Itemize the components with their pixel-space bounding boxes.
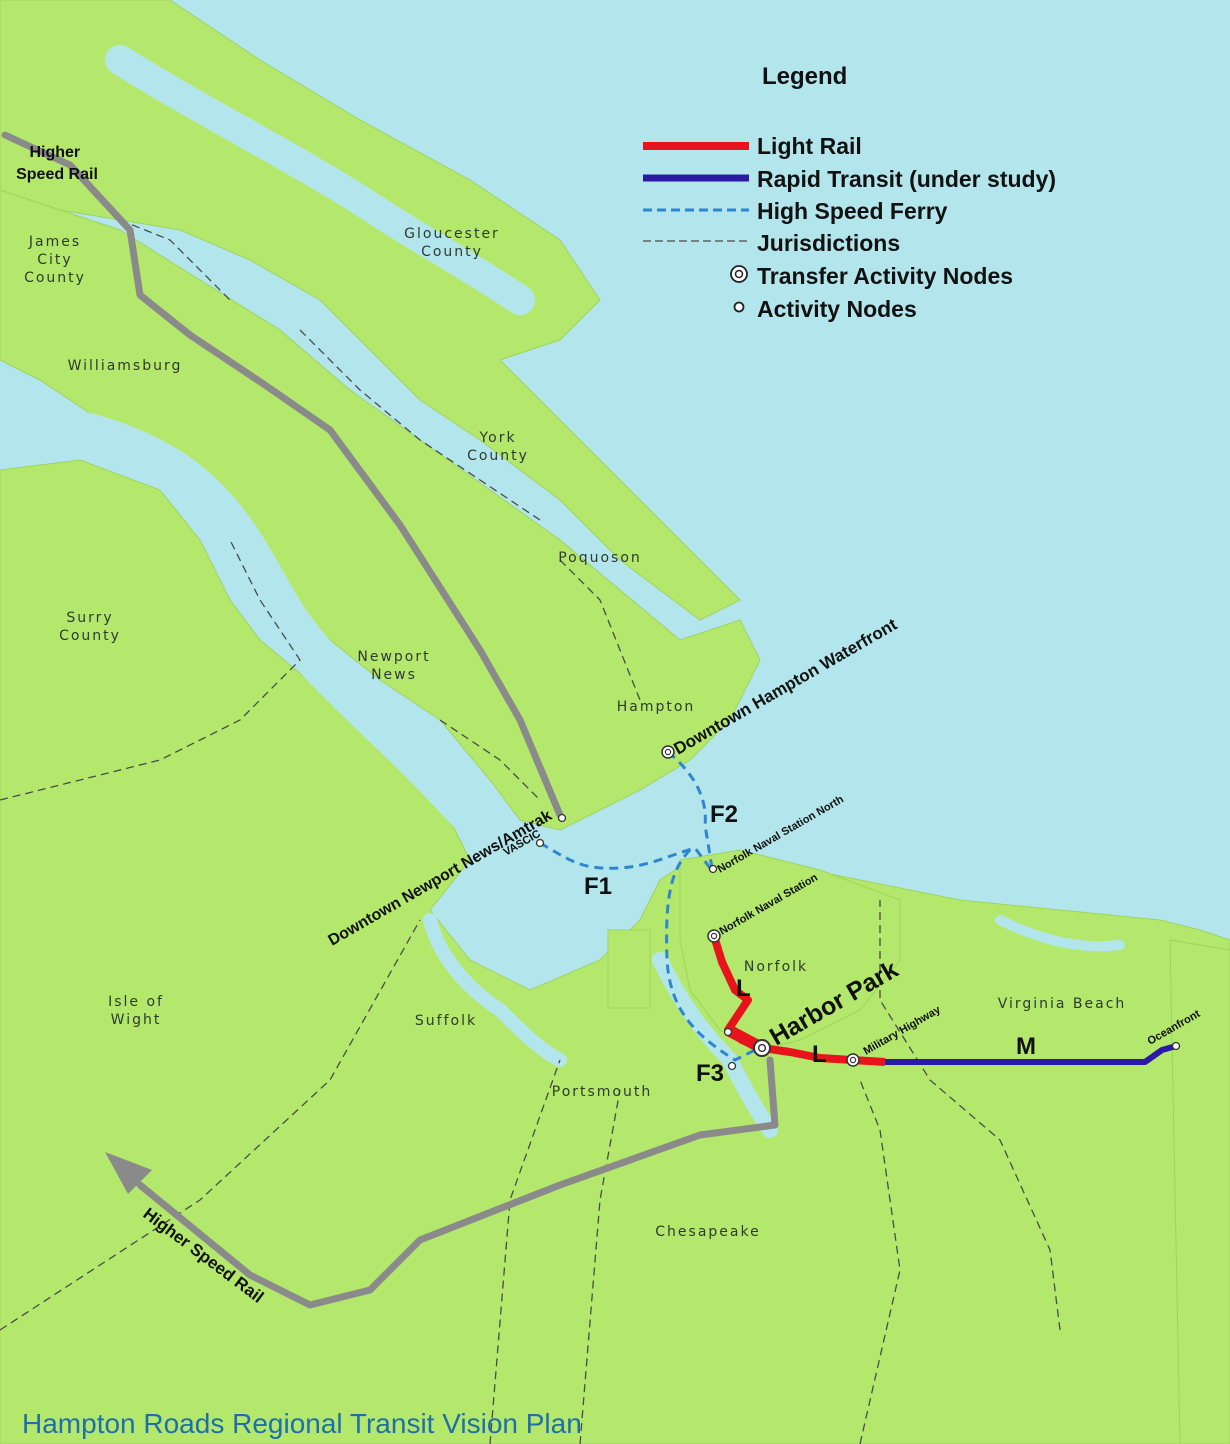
legend-label-rapid-transit: Rapid Transit (under study) bbox=[757, 166, 1056, 192]
jurisdiction-line bbox=[439, 719, 541, 801]
jurisdiction-line bbox=[879, 900, 1061, 1331]
jurisdiction-line bbox=[489, 1059, 561, 1444]
nansemond-river bbox=[423, 913, 567, 1067]
activity-node-f3[interactable] bbox=[727, 1061, 737, 1071]
york-river bbox=[105, 45, 535, 315]
legend-label-light-rail: Light Rail bbox=[757, 133, 862, 159]
activity-node-vascic[interactable] bbox=[535, 838, 545, 848]
higher-speed-rail bbox=[1, 131, 779, 1309]
region-label-poquoson: Poquoson bbox=[558, 550, 642, 566]
region-label-james-city-county-text-line2: County bbox=[24, 270, 86, 286]
route-code-f2: F2 bbox=[710, 801, 738, 828]
activity-node-downtown-newport-news[interactable] bbox=[557, 813, 567, 823]
region-label-hampton: Hampton bbox=[617, 699, 696, 715]
region-label-newport-news-text-line2: News bbox=[371, 667, 417, 683]
higher-speed-rail-south-line bbox=[136, 1056, 779, 1309]
ferry-route-f3 bbox=[665, 848, 756, 1062]
region-label-gloucester-county-text: Gloucester bbox=[404, 226, 500, 242]
jurisdiction-line bbox=[859, 1079, 901, 1444]
region-label-williamsburg: Williamsburg bbox=[68, 358, 183, 374]
jurisdiction-lines bbox=[0, 219, 1061, 1444]
activity-node-light-rail-spur[interactable] bbox=[723, 1027, 733, 1037]
route-code-f1: F1 bbox=[584, 873, 612, 900]
region-label-isle-of-wight-text-line2: Wight bbox=[111, 1012, 162, 1028]
jurisdiction-line bbox=[0, 919, 421, 1331]
transfer-node-downtown-hampton-waterfront[interactable] bbox=[661, 745, 675, 759]
higher-speed-rail-north-label: Higher Speed Rail bbox=[16, 144, 98, 183]
legend: Legend Light Rail Rapid Transit (under s… bbox=[643, 63, 1056, 322]
james-river bbox=[0, 398, 582, 912]
legend-label-activity-nodes: Activity Nodes bbox=[757, 296, 917, 322]
activity-nodes bbox=[535, 745, 1181, 1071]
transfer-node-norfolk-naval-station[interactable] bbox=[707, 929, 721, 943]
elizabeth-river bbox=[652, 952, 778, 1138]
activity-node-oceanfront[interactable] bbox=[1171, 1041, 1181, 1051]
region-label-gloucester-county-text-line2: County bbox=[421, 244, 483, 260]
higher-speed-rail-north-line bbox=[1, 131, 564, 819]
region-label-isle-of-wight: Isle of Wight bbox=[108, 994, 164, 1028]
legend-title: Legend bbox=[762, 63, 847, 90]
region-label-york-county-text-line2: County bbox=[467, 448, 529, 464]
land-virginia-beach-coast bbox=[1169, 939, 1230, 1444]
legend-swatch-activity-node-icon bbox=[733, 301, 745, 313]
legend-label-transfer-activity-nodes: Transfer Activity Nodes bbox=[757, 263, 1013, 289]
transfer-node-harbor-park[interactable] bbox=[753, 1039, 771, 1057]
region-label-suffolk: Suffolk bbox=[415, 1013, 477, 1029]
land-norfolk bbox=[679, 849, 901, 1051]
ferry-routes bbox=[539, 750, 756, 1062]
jurisdiction-line bbox=[579, 1089, 621, 1444]
region-label-isle-of-wight-text: Isle of bbox=[108, 994, 164, 1010]
region-label-james-city-county-text-mid: City bbox=[37, 252, 72, 268]
transfer-node-military-highway[interactable] bbox=[846, 1053, 860, 1067]
jurisdiction-line bbox=[0, 539, 301, 801]
map-caption: Hampton Roads Regional Transit Vision Pl… bbox=[22, 1408, 582, 1439]
higher-speed-rail-arrow-icon bbox=[105, 1152, 152, 1194]
land-craney-island bbox=[607, 929, 651, 1009]
region-label-virginia-beach: Virginia Beach bbox=[998, 996, 1127, 1012]
route-code-l-east: L bbox=[812, 1041, 827, 1068]
region-label-york-county-text: York bbox=[478, 430, 516, 446]
legend-label-high-speed-ferry: High Speed Ferry bbox=[757, 198, 948, 224]
route-code-l-north: L bbox=[736, 975, 751, 1002]
rivers bbox=[0, 45, 1125, 1138]
jurisdiction-line bbox=[299, 329, 541, 521]
rapid-transit-line bbox=[885, 1043, 1177, 1065]
region-label-newport-news-text: Newport bbox=[357, 649, 430, 665]
jurisdiction-line bbox=[119, 219, 231, 301]
route-code-m: M bbox=[1016, 1033, 1036, 1060]
land-gloucester bbox=[0, 0, 741, 621]
region-label-surry-county-text-line2: County bbox=[59, 628, 121, 644]
higher-speed-rail-north-label-line1: Higher bbox=[29, 144, 80, 161]
region-label-james-city-county-text: James bbox=[28, 234, 81, 250]
region-label-chesapeake: Chesapeake bbox=[655, 1224, 760, 1240]
legend-swatch-transfer-node-icon bbox=[730, 265, 748, 283]
higher-speed-rail-north-label-line2: Speed Rail bbox=[16, 166, 98, 183]
ferry-route-f2 bbox=[667, 750, 714, 869]
region-label-surry-county-text: Surry bbox=[66, 610, 113, 626]
route-code-f3: F3 bbox=[696, 1060, 724, 1087]
legend-label-jurisdictions: Jurisdictions bbox=[757, 230, 900, 256]
jurisdiction-line bbox=[559, 559, 641, 701]
region-label-norfolk: Norfolk bbox=[744, 959, 808, 975]
activity-node-norfolk-naval-station-north[interactable] bbox=[708, 864, 718, 874]
route-codes: F1 F2 F3 L L M bbox=[584, 801, 1036, 1087]
region-label-portsmouth: Portsmouth bbox=[552, 1084, 653, 1100]
lynnhaven-inlet bbox=[995, 915, 1125, 952]
